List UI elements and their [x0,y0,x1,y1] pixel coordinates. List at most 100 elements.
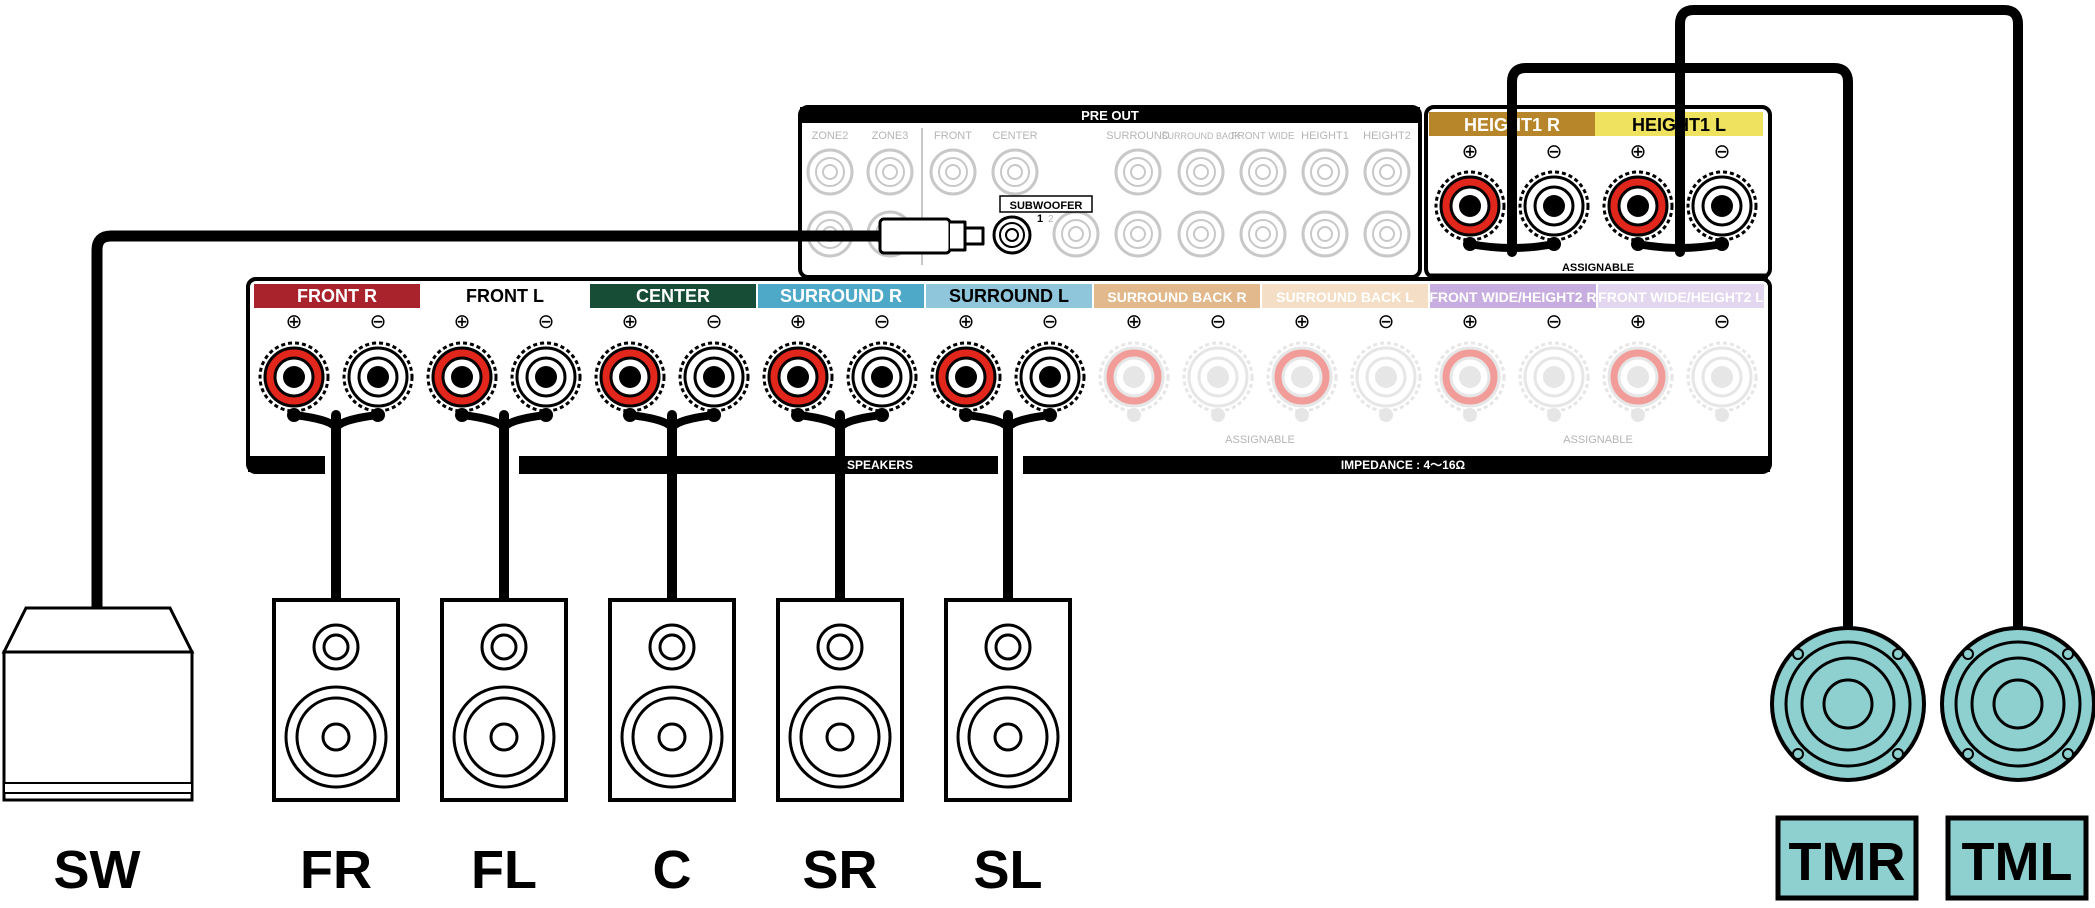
tml-cable [1675,5,2023,637]
floor-speakers [272,598,1072,802]
subwoofer-jack-1 [992,215,1032,255]
bookshelf-speaker [608,598,736,802]
plus-sign: ⊕ [622,311,639,333]
terminal-label: SURROUND BACK R [1107,289,1246,305]
terminal-label: FRONT WIDE/HEIGHT2 L [1598,289,1764,305]
terminal-group: SURROUND BACK R ⊕ ⊖ [1094,284,1260,422]
pre-out-height2-label: HEIGHT2 [1363,130,1411,142]
terminal-minus [1182,341,1254,422]
terminal-plus [1602,341,1674,422]
pre-out-center-label: CENTER [992,130,1037,142]
pre-out-height1-label: HEIGHT1 [1301,130,1349,142]
terminal-label: FRONT WIDE/HEIGHT2 R [1429,289,1596,305]
height1-binding-posts [1434,170,1758,251]
pre-out-surround-back-label: SURROUND BACK [1161,131,1240,141]
terminal-minus [1686,170,1758,251]
height1-l-plus-sign: ⊕ [1630,141,1647,163]
minus-sign: ⊖ [538,311,555,333]
terminal-plus [258,341,330,422]
pre-out-front-label: FRONT [934,130,972,142]
terminal-minus [846,341,918,422]
terminal-label-strip [590,284,756,308]
tmr-label: TMR [1789,832,1906,892]
rca-jack [1301,210,1349,258]
tmr-label-box: TMR [1775,815,1919,901]
pre-out-zone3-label: ZONE3 [872,130,909,142]
terminal-label: CENTER [636,286,710,306]
rca-jack [1239,148,1287,196]
minus-sign: ⊖ [1210,311,1227,333]
terminal-plus [1098,341,1170,422]
pre-out-title: PRE OUT [1081,108,1139,123]
panel-gap-1 [325,454,515,474]
terminal-minus [1686,341,1758,422]
terminal-label: FRONT R [297,286,377,306]
wire-fork [965,411,1051,432]
terminal-group: CENTER ⊕ ⊖ [590,284,756,422]
rca-plug [878,217,985,255]
subwoofer-2-label: 2 [1048,214,1054,225]
tml-label-box: TML [1945,815,2089,901]
terminal-group: FRONT R⊕⊖ [254,284,420,422]
terminal-label-strip [1094,284,1260,308]
plus-sign: ⊕ [790,311,807,333]
cables [91,5,2023,637]
wire-fork [1637,240,1723,252]
plus-sign: ⊕ [1630,311,1647,333]
fr-label: FR [300,840,372,900]
tml-label: TML [1962,832,2073,892]
height1-r-plus-sign: ⊕ [1462,141,1479,163]
rca-jack [1052,210,1100,258]
terminal-label-strip [1598,284,1764,308]
subwoofer-label: SUBWOOFER [1010,200,1083,212]
minus-sign: ⊖ [370,311,387,333]
terminal-label: FRONT L [466,286,544,306]
pre-out-surround-label: SURROUND [1106,130,1170,142]
ceiling-speakers [1770,626,2095,782]
wire-fork [293,411,379,432]
minus-sign: ⊖ [1546,311,1563,333]
assignable-label-1: ASSIGNABLE [1225,434,1295,446]
terminal-plus [1434,170,1506,251]
bookshelf-speaker [944,598,1072,802]
subwoofer-label-box [999,195,1093,213]
plus-sign: ⊕ [1126,311,1143,333]
height1-l-minus-sign: ⊖ [1714,141,1731,163]
rca-jack [929,148,977,196]
speakers-panel: SPEAKERS IMPEDANCE : 4〜16Ω FRONT R⊕⊖FRON… [246,277,1772,474]
assignable-label-2: ASSIGNABLE [1563,434,1633,446]
speaker-terminal-groups: FRONT R⊕⊖FRONT L⊕⊖CENTER⊕⊖SURROUND R⊕⊖SU… [254,284,1764,422]
terminal-minus [1518,341,1590,422]
terminal-label-strip [1430,284,1596,308]
minus-sign: ⊖ [1378,311,1395,333]
subwoofer-cable [91,230,886,613]
wire-fork [629,411,715,432]
rca-jack [1114,210,1162,258]
rca-jack [1177,210,1225,258]
terminal-label-strip [926,284,1092,308]
terminal-group: SURROUND L⊕⊖ [926,284,1092,422]
terminal-minus [1350,341,1422,422]
terminal-plus [762,341,834,422]
minus-sign: ⊖ [1042,311,1059,333]
minus-sign: ⊖ [874,311,891,333]
subwoofer-speaker [1,606,195,802]
pre-out-zone2-label: ZONE2 [812,130,849,142]
impedance-label: IMPEDANCE : 4〜16Ω [1341,458,1466,472]
rca-jack [806,148,854,196]
ceiling-speaker [1940,626,2095,782]
bookshelf-speaker [440,598,568,802]
fl-label: FL [471,840,537,900]
pre-out-rca-jacks [806,148,1411,258]
sr-label: SR [802,840,877,900]
plus-sign: ⊕ [1294,311,1311,333]
height1-r-minus-sign: ⊖ [1546,141,1563,163]
terminal-label: SURROUND L [949,286,1069,306]
rca-jack [991,148,1039,196]
rca-jack [1363,210,1411,258]
minus-sign: ⊖ [706,311,723,333]
wire-fork [461,411,547,432]
rca-jack [1114,148,1162,196]
